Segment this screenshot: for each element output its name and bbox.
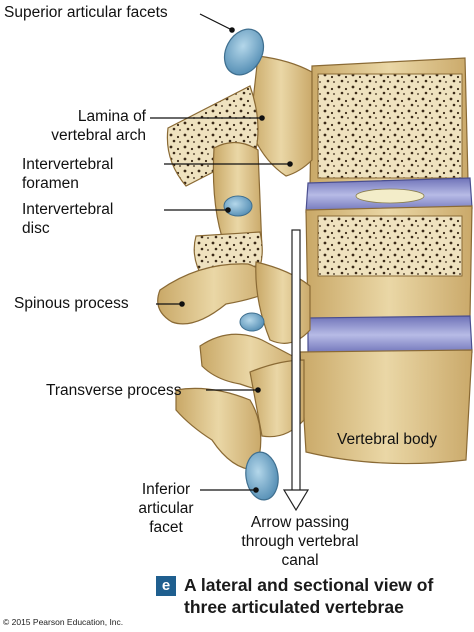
vertebral-canal-arrow [282,229,310,512]
figure-part-badge: e [156,576,176,596]
label-intervertebral-foramen: Intervertebral foramen [22,155,113,193]
copyright-notice: © 2015 Pearson Education, Inc. [3,617,124,627]
nucleus-pulposus [355,188,425,204]
vertebral-body-bottom [299,349,473,465]
lower-lamina [175,387,262,471]
label-inferior-line2: articular [138,500,194,517]
articular-facets [223,28,279,501]
label-foramen-line2: foramen [22,175,79,192]
label-arrow-line1: Arrow passing [250,514,350,531]
superior-articular-facet [223,28,265,76]
figure-caption: A lateral and sectional view of three ar… [184,574,433,618]
label-vertebral-body: Vertebral body [337,431,437,448]
label-arrow-canal: Arrow passing through vertebral canal [220,513,380,570]
pedicle-bottom [249,359,305,438]
label-arrow-line2: through vertebral [241,533,359,550]
spinous-process [157,263,271,325]
label-lamina: Lamina of vertebral arch [20,107,146,145]
vertebral-body-top-section [317,73,463,179]
vertebral-bodies [299,57,473,465]
label-foramen-line1: Intervertebral [22,156,114,173]
leader-lines [150,13,293,493]
label-inferior-line1: Inferior [141,481,191,498]
figure-caption-line1: A lateral and sectional view of [184,575,434,595]
label-lamina-line2: vertebral arch [51,127,146,144]
label-lamina-line1: Lamina of [77,108,146,125]
label-intervertebral-disc: Intervertebral disc [22,200,113,238]
label-arrow-line3: canal [281,552,319,569]
label-disc-line2: disc [22,220,50,237]
inferior-articular-facet [245,451,279,501]
label-inferior-line3: facet [149,519,183,536]
pedicle-top [249,55,313,177]
label-spinous-process: Spinous process [14,295,129,312]
label-disc-line1: Intervertebral [22,201,114,218]
pedicle-middle [255,261,311,344]
facet-joint-middle [239,312,265,332]
label-superior-articular-facets: Superior articular facets [4,4,168,21]
label-transverse-process: Transverse process [46,382,182,399]
facet-joint-upper [223,195,253,217]
vertebral-body-middle-section [317,215,463,277]
intervertebral-disc-lower [307,315,473,355]
figure-caption-line2: three articulated vertebrae [184,597,404,617]
label-inferior-articular-facet: Inferior articular facet [126,480,206,537]
